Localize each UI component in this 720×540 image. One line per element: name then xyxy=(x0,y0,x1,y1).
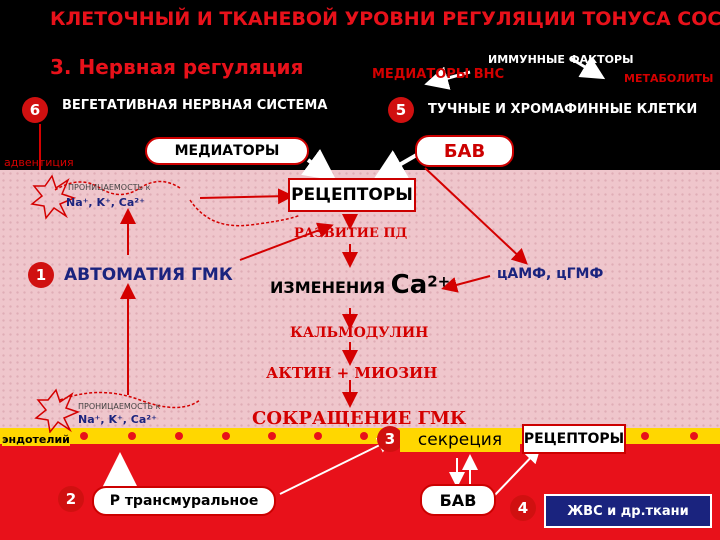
arrow-automatism-pd xyxy=(239,222,334,261)
permeability-label-top: ПРОНИЦАЕМОСТЬ к xyxy=(68,183,151,192)
arrow-bav-receptors xyxy=(373,150,421,180)
arrow-immune xyxy=(424,66,471,90)
calmodulin-label: КАЛЬМОДУЛИН xyxy=(290,325,429,341)
arrow-bav-receptors-bottom xyxy=(491,447,541,499)
adventitia-band xyxy=(0,0,720,170)
bav-pill-bottom: БАВ xyxy=(420,484,496,516)
arrow-metabolites xyxy=(569,56,606,80)
endothelium-dot xyxy=(128,432,136,440)
badge-3: 3 xyxy=(377,426,403,452)
endothelium-dot xyxy=(641,432,649,440)
wavy-line-top xyxy=(54,180,181,196)
mediators-pill: МЕДИАТОРЫ xyxy=(145,137,309,165)
permeability-label-bottom: ПРОНИЦАЕМОСТЬ к xyxy=(78,402,161,411)
endothelium-dot xyxy=(175,432,183,440)
arrow-perm-receptors xyxy=(199,188,294,205)
mast-cells-label: ТУЧНЫЕ И ХРОМАФИННЫЕ КЛЕТКИ xyxy=(428,102,698,117)
endothelium-dot xyxy=(314,432,322,440)
endothelium-dot xyxy=(268,432,276,440)
badge-1: 1 xyxy=(28,262,54,288)
subtitle: 3. Нервная регуляция xyxy=(50,55,304,79)
ca-change-label: ИЗМЕНЕНИЯ Ca2+ xyxy=(270,270,450,300)
metabolites-label: МЕТАБОЛИТЫ xyxy=(624,72,714,85)
receptors-box-bottom: РЕЦЕПТОРЫ xyxy=(522,424,626,454)
badge-2: 2 xyxy=(58,486,84,512)
ions-label-bottom: Na⁺, K⁺, Ca²⁺ xyxy=(78,413,157,426)
transmural-pressure-pill: Р трансмуральное xyxy=(92,486,276,516)
adventitia-label: адвентиция xyxy=(4,156,74,169)
contraction-label: СОКРАЩЕНИЕ ГМК xyxy=(252,408,467,429)
endothelium-label: эндотелий xyxy=(2,433,70,446)
actin-myosin-label: АКТИН + МИОЗИН xyxy=(266,364,438,382)
wavy-line-top-right xyxy=(189,199,301,227)
immune-factors-label: ИММУННЫЕ ФАКТОРЫ xyxy=(488,53,634,66)
bav-pill-top: БАВ xyxy=(415,135,514,167)
badge-5: 5 xyxy=(388,97,414,123)
endothelium-dot xyxy=(222,432,230,440)
ca-charge: 2+ xyxy=(427,272,451,291)
arrow-bav-camp xyxy=(424,167,528,265)
endothelium-dot xyxy=(690,432,698,440)
starburst-top xyxy=(30,174,77,220)
receptors-box: РЕЦЕПТОРЫ xyxy=(288,178,416,212)
arrow-transmural-secretion xyxy=(279,438,394,495)
arrow-camp-ca xyxy=(441,275,491,293)
wavy-line-bottom xyxy=(59,391,201,409)
other-tissues-box: ЖВС и др.ткани xyxy=(544,494,712,528)
starburst-bottom xyxy=(34,388,81,434)
badge-4: 4 xyxy=(510,495,536,521)
arrow-mediators-receptors xyxy=(301,148,337,181)
endothelium-dot xyxy=(80,432,88,440)
pd-development-label: РАЗВИТИЕ ПД xyxy=(294,226,408,241)
automatism-label: АВТОМАТИЯ ГМК xyxy=(64,265,233,285)
mediators-vns-label: МЕДИАТОРЫ ВНС xyxy=(372,67,505,82)
endothelium-dot xyxy=(360,432,368,440)
autonomic-ns-label: ВЕГЕТАТИВНАЯ НЕРВНАЯ СИСТЕМА xyxy=(62,98,328,113)
ca-change-prefix: ИЗМЕНЕНИЯ xyxy=(270,278,391,297)
ca-symbol: Ca xyxy=(390,270,428,300)
camp-cgmp-label: цАМФ, цГМФ xyxy=(497,266,604,282)
badge-6: 6 xyxy=(22,97,48,123)
page-title: КЛЕТОЧНЫЙ И ТКАНЕВОЙ УРОВНИ РЕГУЛЯЦИИ ТО… xyxy=(50,8,720,30)
ions-label-top: Na⁺, K⁺, Ca²⁺ xyxy=(66,196,145,209)
secretion-label: секреция xyxy=(400,428,520,452)
